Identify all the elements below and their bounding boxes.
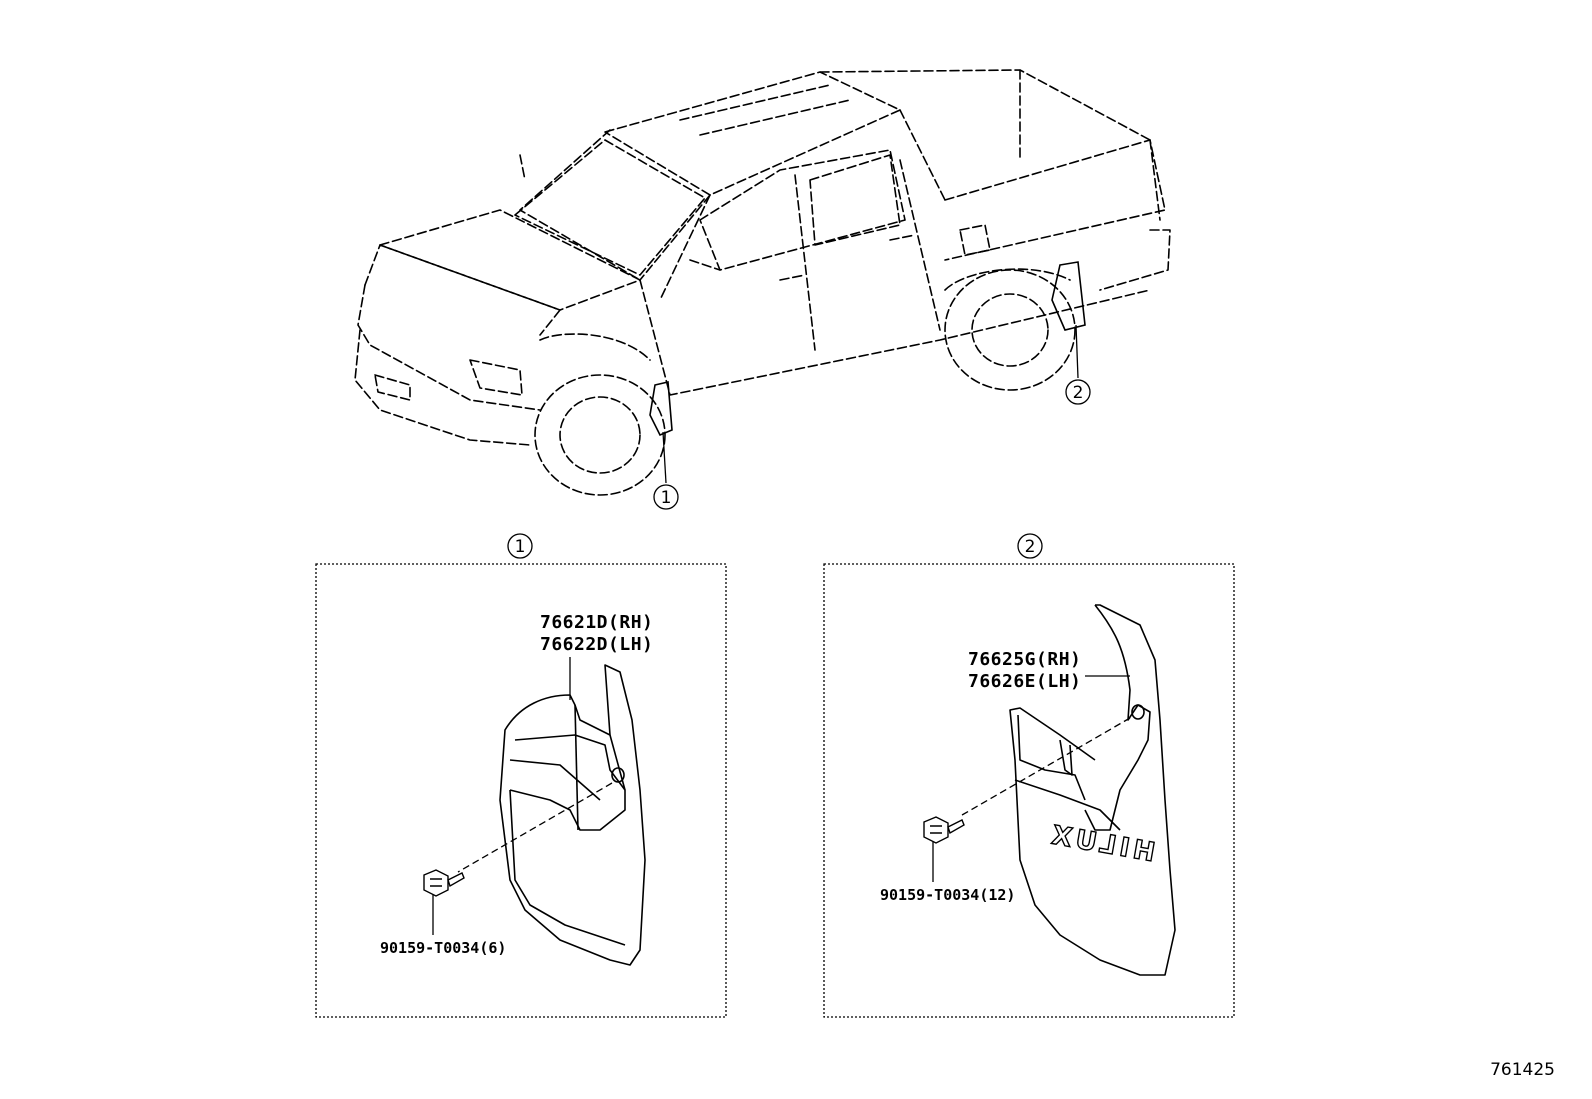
front-mudguard-leaders bbox=[432, 657, 613, 935]
pickup-truck-illustration bbox=[354, 69, 1171, 496]
callout-1-truck: 1 bbox=[653, 484, 679, 510]
svg-text:2: 2 bbox=[1073, 383, 1084, 403]
bolt-part-number-1: 90159-T0034(6) bbox=[380, 939, 506, 957]
truck-mudguard-marks bbox=[649, 261, 1086, 437]
rear-mudguard-drawing bbox=[1009, 604, 1176, 976]
part-number-76621d: 76621D(RH) bbox=[540, 612, 653, 633]
bolt-icon bbox=[923, 816, 965, 844]
svg-text:HILUX: HILUX bbox=[1045, 820, 1157, 868]
bolt-part-number-2: 90159-T0034(12) bbox=[880, 886, 1015, 904]
panel-2-frame bbox=[823, 563, 1235, 1018]
svg-text:1: 1 bbox=[515, 537, 526, 557]
truck-callout-leaders bbox=[662, 324, 1079, 484]
bolt-icon bbox=[423, 869, 465, 897]
svg-text:1: 1 bbox=[661, 488, 672, 508]
figure-id: 761425 bbox=[1490, 1060, 1555, 1080]
callout-2-truck: 2 bbox=[1065, 379, 1091, 405]
panel-1-header: 1 bbox=[507, 533, 533, 559]
front-mudguard-drawing bbox=[499, 664, 646, 966]
part-number-76622d: 76622D(LH) bbox=[540, 634, 653, 655]
svg-text:2: 2 bbox=[1025, 537, 1036, 557]
panel-2-header: 2 bbox=[1017, 533, 1043, 559]
panel-1-frame bbox=[315, 563, 727, 1018]
rear-mudguard-leaders bbox=[932, 675, 1131, 882]
part-number-76626e: 76626E(LH) bbox=[968, 671, 1081, 692]
embossed-logo: HILUX bbox=[1045, 819, 1158, 869]
part-number-76625g: 76625G(RH) bbox=[968, 649, 1081, 670]
